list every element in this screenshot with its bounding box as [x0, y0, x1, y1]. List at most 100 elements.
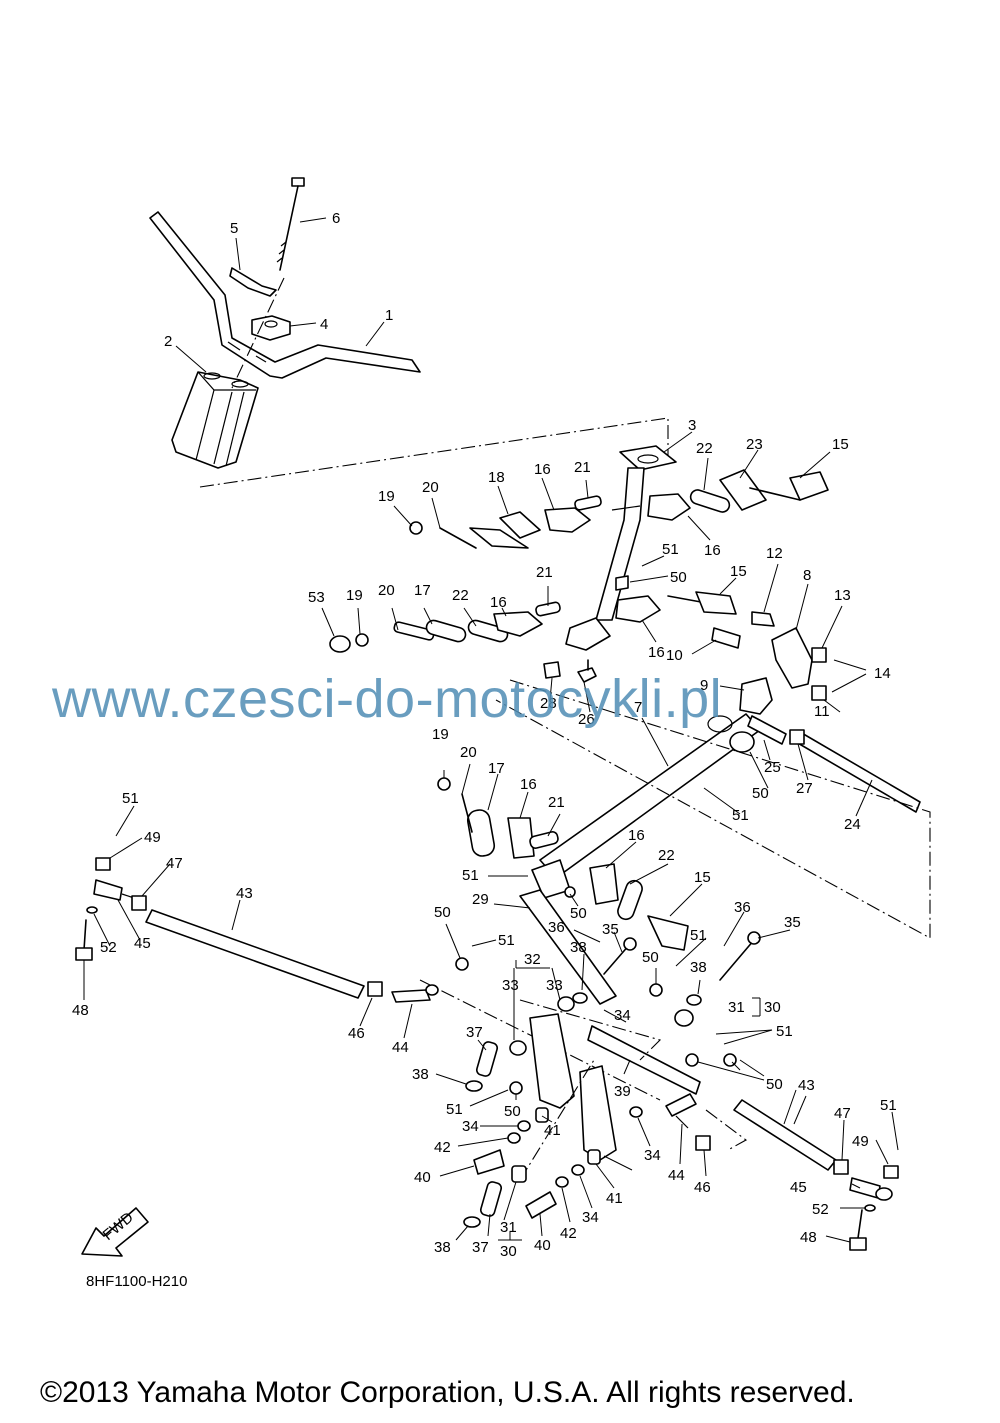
relay-arm-left [529, 1013, 575, 1109]
rod-end-44-right [665, 1093, 697, 1129]
callout-47: 47 [834, 1105, 851, 1122]
callout-44: 44 [392, 1039, 409, 1056]
collar-50 [729, 731, 755, 753]
callout-37: 37 [466, 1024, 483, 1041]
rod-end-left-45 [93, 879, 135, 901]
callout-12: 12 [766, 545, 783, 562]
callout-38: 38 [690, 959, 707, 976]
callout-16: 16 [628, 827, 645, 844]
relay-arm-right [579, 1065, 617, 1161]
bolt-40-upper [473, 1149, 505, 1175]
lower-arm-17 [466, 809, 496, 857]
callout-15: 15 [832, 436, 849, 453]
tie-plate [689, 489, 731, 513]
drag-link [587, 1025, 701, 1095]
joint-plate [719, 469, 767, 511]
callout-51: 51 [498, 932, 515, 949]
nut-50-b [649, 983, 663, 997]
callout-38: 38 [570, 939, 587, 956]
callout-22: 22 [452, 587, 469, 604]
washer-34-b [571, 1164, 585, 1176]
tie-rod-left [145, 909, 365, 999]
callout-20: 20 [422, 479, 439, 496]
lower-plate-22 [617, 879, 643, 921]
pin-upper [574, 495, 602, 511]
callout-4: 4 [320, 316, 328, 333]
callout-43: 43 [798, 1077, 815, 1094]
washer-38-a [465, 1080, 483, 1092]
bolt-48-left [75, 919, 93, 961]
washer-52-left [86, 906, 98, 914]
callout-35: 35 [784, 914, 801, 931]
middle-arm-22 [467, 619, 509, 643]
callout-19: 19 [432, 726, 449, 743]
bolt-10 [711, 627, 741, 649]
rod-end-right-45 [849, 1177, 893, 1201]
callout-40: 40 [534, 1237, 551, 1254]
callout-1: 1 [385, 307, 393, 324]
callout-40: 40 [414, 1169, 431, 1186]
callout-22: 22 [658, 847, 675, 864]
callout-37: 37 [472, 1239, 489, 1256]
callout-16: 16 [534, 461, 551, 478]
callout-50: 50 [752, 785, 769, 802]
callout-51: 51 [776, 1023, 793, 1040]
callout-34: 34 [582, 1209, 599, 1226]
callout-51: 51 [462, 867, 479, 884]
callout-50: 50 [504, 1103, 521, 1120]
callout-7: 7 [634, 699, 642, 716]
nut-47-left [131, 895, 147, 911]
shaft-end-block [531, 859, 576, 899]
bolt-upper [749, 471, 829, 501]
bushing-41-b [587, 1149, 601, 1165]
callout-10: 10 [666, 647, 683, 664]
callout-42: 42 [434, 1139, 451, 1156]
steering-column [565, 445, 677, 683]
pitman-arm [519, 889, 617, 1005]
callout-51: 51 [880, 1097, 897, 1114]
washer-38-d [686, 994, 702, 1006]
callout-19: 19 [378, 488, 395, 505]
callout-30: 30 [764, 999, 781, 1016]
handlebar-pad [171, 371, 259, 469]
nut-11 [811, 685, 827, 701]
rod-end-upper [409, 521, 477, 549]
callout-5: 5 [230, 220, 238, 237]
callout-34: 34 [614, 1007, 631, 1024]
nut-49-right [883, 1165, 899, 1179]
rod-end-25 [747, 715, 787, 745]
callout-9: 9 [700, 677, 708, 694]
pin-37-upper [475, 1041, 499, 1077]
lower-nut-19 [437, 777, 451, 791]
rod-end-44-left [391, 984, 439, 1003]
nut-50-a [455, 957, 469, 971]
callout-17: 17 [414, 582, 431, 599]
callout-25: 25 [764, 759, 781, 776]
bushing-41-a [535, 1107, 549, 1123]
middle-arm-17 [425, 619, 467, 643]
bolt-35-b [719, 931, 761, 981]
callout-31: 31 [500, 1219, 517, 1236]
nut-27 [789, 729, 805, 745]
diagram-code: 8HF1100-H210 [86, 1273, 188, 1290]
washer-34-a [517, 1120, 531, 1132]
nut-47-right [833, 1159, 849, 1175]
callout-2: 2 [164, 333, 172, 350]
handlebar-holder [251, 315, 291, 341]
callout-45: 45 [790, 1179, 807, 1196]
callout-33: 33 [546, 977, 563, 994]
callout-16: 16 [648, 644, 665, 661]
callout-43: 43 [236, 885, 253, 902]
callout-21: 21 [536, 564, 553, 581]
callout-28: 28 [540, 695, 557, 712]
callout-35: 35 [602, 921, 619, 938]
washer-42-b [555, 1176, 569, 1188]
watermark-url: www.czesci-do-motocykli.pl [52, 669, 723, 729]
callout-29: 29 [472, 891, 489, 908]
washer-42-a [507, 1132, 521, 1144]
callout-52: 52 [100, 939, 117, 956]
lower-rod-20 [461, 793, 473, 833]
callout-21: 21 [548, 794, 565, 811]
nut-49-left [95, 857, 111, 871]
